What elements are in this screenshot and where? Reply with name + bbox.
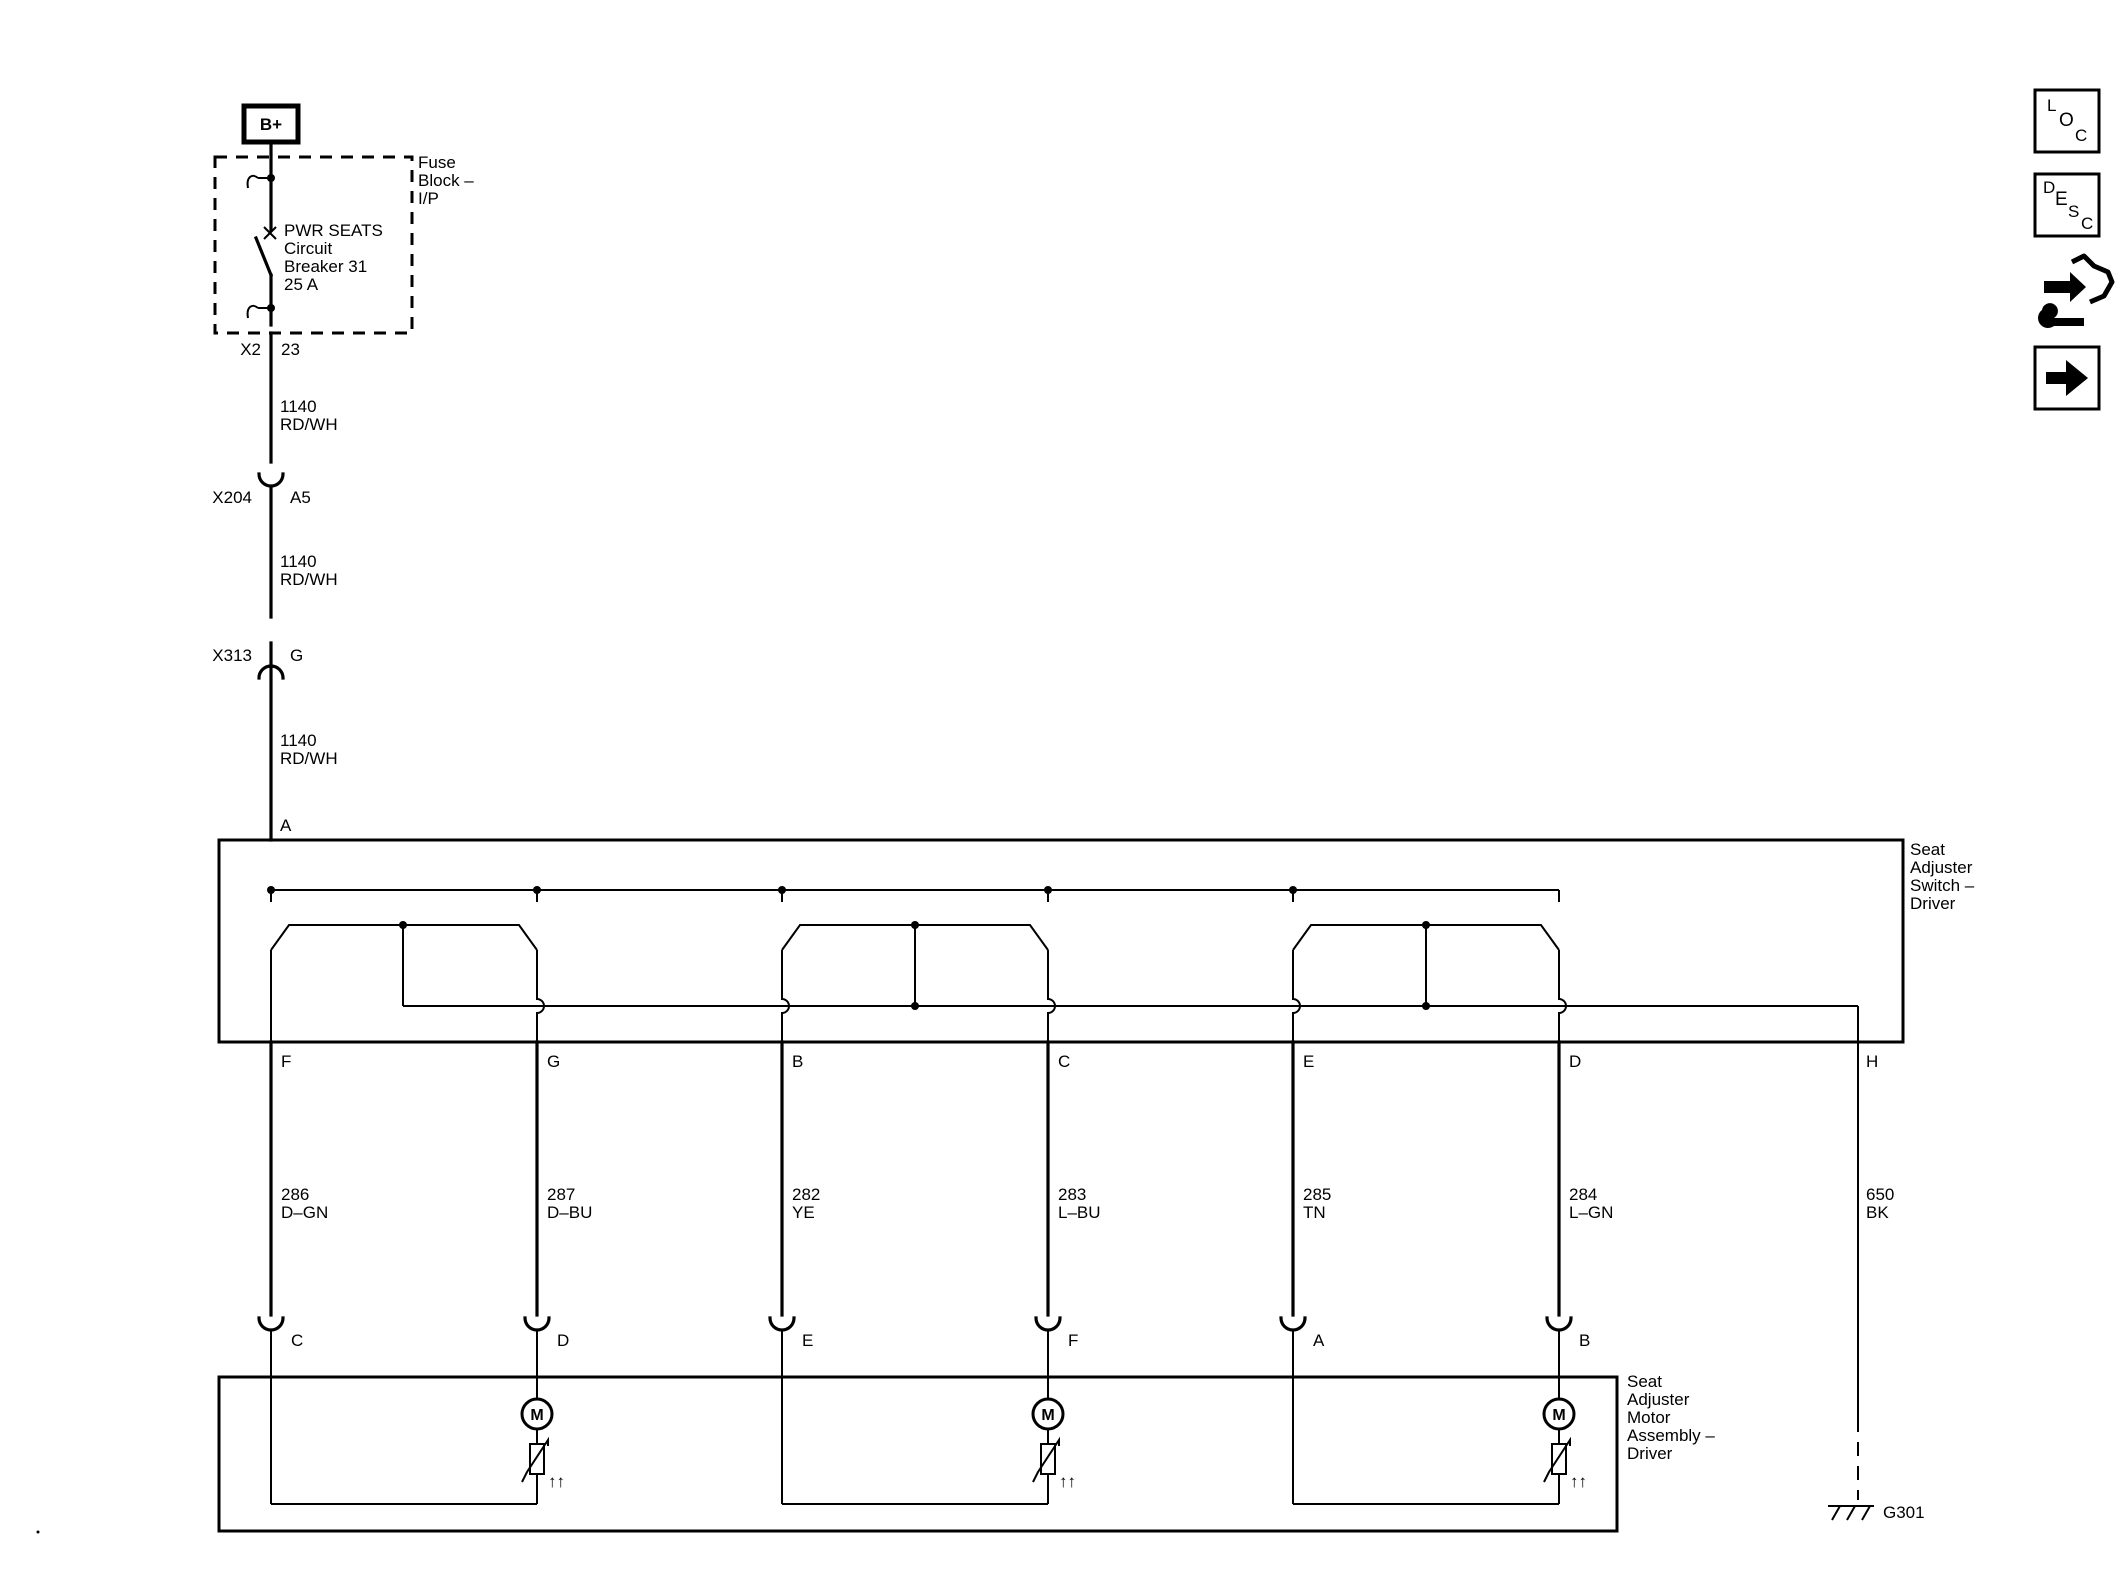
location-icon[interactable]: L O C bbox=[2033, 88, 2101, 154]
switch-section-1 bbox=[267, 886, 541, 1006]
wire-285-num: 285 bbox=[1303, 1185, 1331, 1204]
motor-1-label: M bbox=[530, 1407, 543, 1424]
position-sensor-3: ↑↑ bbox=[1543, 1436, 1587, 1491]
connector-x313-pin: G bbox=[290, 646, 303, 665]
wire-283-num: 283 bbox=[1058, 1185, 1086, 1204]
location-icon-letter-o: O bbox=[2059, 110, 2074, 131]
sensor-arrows-1: ↑↑ bbox=[548, 1472, 565, 1491]
description-icon-letter-s: S bbox=[2068, 202, 2079, 221]
breaker-label-4: 25 A bbox=[284, 275, 319, 294]
wire-282-num: 282 bbox=[792, 1185, 820, 1204]
switch-name-3: Switch – bbox=[1910, 876, 1975, 895]
next-arrow-icon[interactable] bbox=[2033, 345, 2101, 411]
motor-assembly-name-4: Assembly – bbox=[1627, 1426, 1715, 1445]
wire-286-num: 286 bbox=[281, 1185, 309, 1204]
breaker-label-2: Circuit bbox=[284, 239, 332, 258]
battery-positive-source: B+ bbox=[241, 103, 301, 145]
switch-output-lines bbox=[270, 950, 1567, 1042]
switch-pin-c: C bbox=[1058, 1052, 1070, 1071]
motor-assembly-name-2: Adjuster bbox=[1627, 1390, 1690, 1409]
stray-dot bbox=[36, 1530, 40, 1534]
description-icon-letter-e: E bbox=[2055, 189, 2068, 210]
motor-wires: 286 D–GN 287 D–BU 282 YE 283 L–BU 285 TN… bbox=[269, 1040, 1613, 1317]
connector-x313: X313 G bbox=[212, 646, 303, 680]
connector-x204: X204 A5 bbox=[212, 472, 311, 507]
wire-287-num: 287 bbox=[547, 1185, 575, 1204]
wire-285-color: TN bbox=[1303, 1203, 1326, 1222]
wire-1140-num-2: 1140 bbox=[280, 552, 317, 571]
description-icon[interactable]: D E S C bbox=[2033, 172, 2101, 238]
location-icon-letter-c: C bbox=[2075, 126, 2087, 145]
sensor-arrows-2: ↑↑ bbox=[1059, 1472, 1076, 1491]
motor-assembly-name-5: Driver bbox=[1627, 1444, 1673, 1463]
switch-input-pin: A bbox=[280, 816, 292, 835]
position-sensor-2: ↑↑ bbox=[1032, 1436, 1076, 1491]
ground-g301: G301 bbox=[1828, 1503, 1925, 1522]
wire-1140-color-2: RD/WH bbox=[280, 570, 338, 589]
fuse-block-name-1: Fuse bbox=[418, 153, 456, 172]
switch-name-4: Driver bbox=[1910, 894, 1956, 913]
sensor-arrows-3: ↑↑ bbox=[1570, 1472, 1587, 1491]
seat-adjuster-motor-assembly: Seat Adjuster Motor Assembly – Driver M … bbox=[217, 1330, 1715, 1533]
wire-1140-num-1: 1140 bbox=[280, 397, 317, 416]
switch-pin-h: H bbox=[1866, 1052, 1878, 1071]
motor-3: M ↑↑ bbox=[1542, 1397, 1587, 1491]
connector-info-icon[interactable] bbox=[2038, 253, 2115, 329]
breaker-label-3: Breaker 31 bbox=[284, 257, 367, 276]
switch-pin-b: B bbox=[792, 1052, 803, 1071]
wire-286-color: D–GN bbox=[281, 1203, 328, 1222]
seat-adjuster-switch: A Seat Adjuster Switch – Driver bbox=[217, 816, 1975, 1071]
connector-x313-name: X313 bbox=[212, 646, 252, 665]
switch-name-1: Seat bbox=[1910, 840, 1945, 859]
breaker-label-1: PWR SEATS bbox=[284, 221, 383, 240]
wire-284-num: 284 bbox=[1569, 1185, 1597, 1204]
wire-650-color: BK bbox=[1866, 1203, 1889, 1222]
motor-2: M ↑↑ bbox=[1031, 1397, 1076, 1491]
wire-1140-color-3: RD/WH bbox=[280, 749, 338, 768]
location-icon-letter-l: L bbox=[2047, 96, 2056, 115]
fuse-block-name-3: I/P bbox=[418, 189, 439, 208]
wire-284-color: L–GN bbox=[1569, 1203, 1613, 1222]
motor-assembly-name-3: Motor bbox=[1627, 1408, 1671, 1427]
switch-section-2 bbox=[778, 886, 1052, 1010]
wire-1140: 1140 RD/WH 1140 RD/WH 1140 RD/WH bbox=[269, 331, 338, 842]
battery-positive-label: B+ bbox=[260, 115, 282, 134]
motor-pin-e: E bbox=[802, 1331, 813, 1350]
fuse-block-connector: X2 bbox=[240, 340, 261, 359]
connector-x204-pin: A5 bbox=[290, 488, 311, 507]
motor-pin-c: C bbox=[291, 1331, 303, 1350]
description-icon-letter-c: C bbox=[2081, 214, 2093, 233]
wire-282-color: YE bbox=[792, 1203, 815, 1222]
switch-section-3 bbox=[1289, 886, 1560, 1010]
motor-2-label: M bbox=[1041, 1407, 1054, 1424]
fuse-block-pin: 23 bbox=[281, 340, 300, 359]
motor-assembly-name-1: Seat bbox=[1627, 1372, 1662, 1391]
wire-1140-color-1: RD/WH bbox=[280, 415, 338, 434]
motor-pin-a: A bbox=[1313, 1331, 1325, 1350]
wire-650-num: 650 bbox=[1866, 1185, 1894, 1204]
connector-x204-name: X204 bbox=[212, 488, 252, 507]
switch-pin-f: F bbox=[281, 1052, 291, 1071]
switch-pin-d: D bbox=[1569, 1052, 1581, 1071]
fuse-block-ip: Fuse Block – I/P PWR SEATS Circuit Break… bbox=[213, 140, 474, 359]
motor-3-label: M bbox=[1552, 1407, 1565, 1424]
wire-287-color: D–BU bbox=[547, 1203, 592, 1222]
motor-pin-f: F bbox=[1068, 1331, 1078, 1350]
wire-283-color: L–BU bbox=[1058, 1203, 1101, 1222]
description-icon-letter-d: D bbox=[2043, 178, 2055, 197]
circuit-breaker-symbol bbox=[253, 226, 277, 278]
motor-pin-d: D bbox=[557, 1331, 569, 1350]
motor-pin-b: B bbox=[1579, 1331, 1590, 1350]
switch-pin-e: E bbox=[1303, 1052, 1314, 1071]
wire-1140-num-3: 1140 bbox=[280, 731, 317, 750]
switch-name-2: Adjuster bbox=[1910, 858, 1973, 877]
position-sensor-1: ↑↑ bbox=[521, 1436, 565, 1491]
motor-1: M ↑↑ bbox=[520, 1397, 565, 1491]
fuse-block-name-2: Block – bbox=[418, 171, 474, 190]
ground-wire-650: 650 BK bbox=[1857, 1042, 1894, 1500]
switch-pin-g: G bbox=[547, 1052, 560, 1071]
motor-assembly-connector: C D E F A B bbox=[257, 1316, 1590, 1350]
ground-name: G301 bbox=[1883, 1503, 1925, 1522]
